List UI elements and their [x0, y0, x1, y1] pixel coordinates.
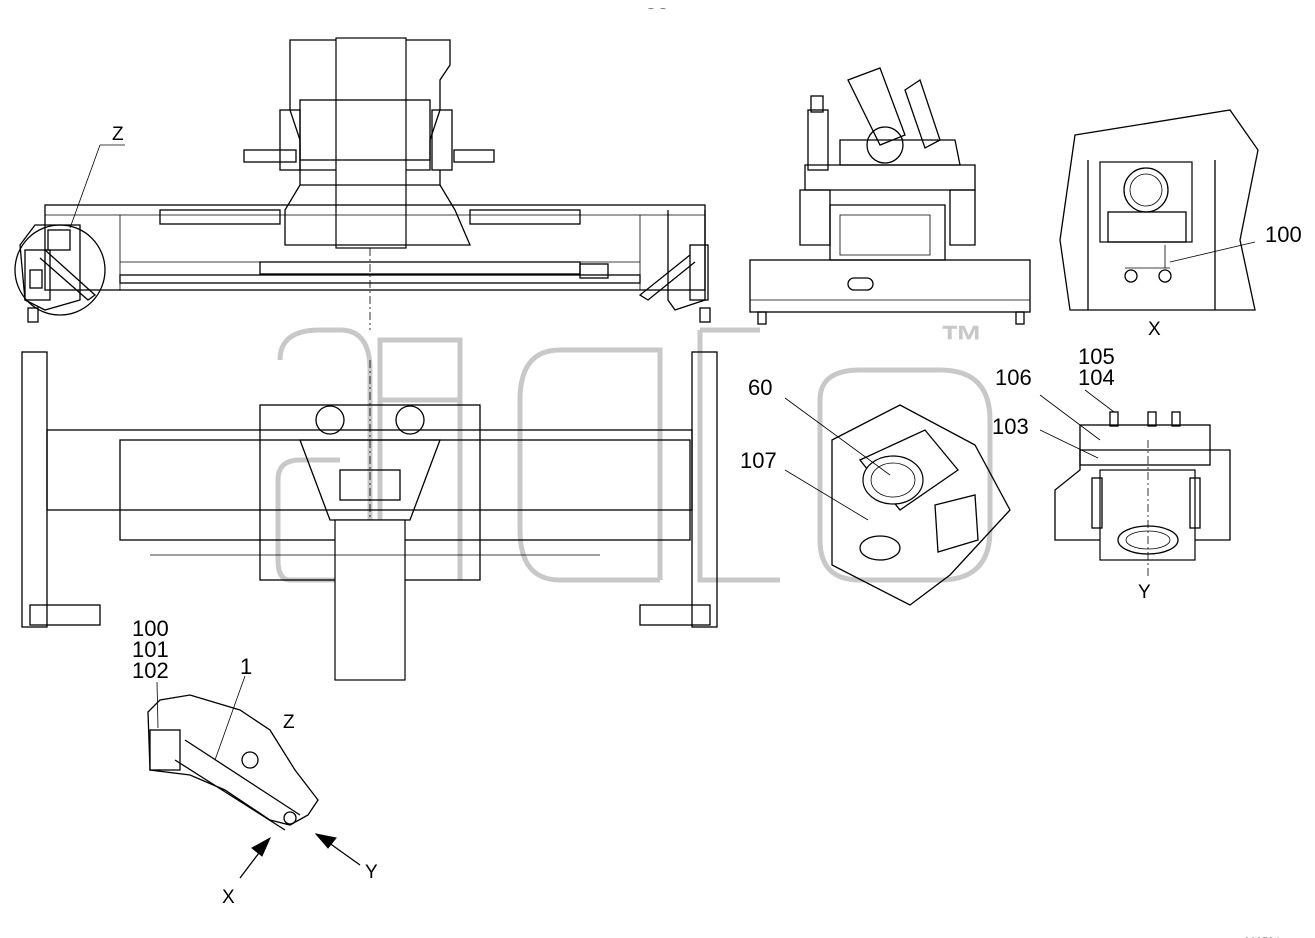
callout-100-x: 100	[1265, 222, 1302, 247]
callout-105: 105	[1078, 344, 1115, 369]
detail-y: 105 104 106 103 Y	[992, 344, 1231, 603]
view-z-detail-label: Z	[283, 712, 295, 733]
callout-106: 106	[995, 365, 1032, 390]
callout-102: 102	[132, 658, 169, 683]
callout-101: 101	[132, 637, 169, 662]
side-view-main: Z	[14, 37, 711, 330]
detail-z: 100 101 102 1 Z X Y	[132, 616, 378, 908]
callout-60: 60	[748, 375, 772, 400]
plan-view	[21, 351, 718, 681]
front-view	[749, 67, 1031, 325]
callout-107: 107	[740, 448, 777, 473]
iso-detail: 60 107	[740, 375, 1011, 606]
callout-103: 103	[992, 414, 1029, 439]
view-z-label: Z	[112, 124, 124, 145]
arrow-y-label: Y	[365, 862, 378, 883]
arrow-x-label: X	[222, 887, 235, 908]
callout-1: 1	[240, 654, 252, 679]
callout-104: 104	[1078, 365, 1115, 390]
top-code: ~ ~	[648, 5, 666, 16]
view-y-label: Y	[1138, 582, 1151, 603]
watermark-trademark: ™	[940, 317, 984, 366]
detail-x: 100 X	[1059, 109, 1302, 340]
watermark-logo: ™	[275, 317, 993, 583]
callout-100: 100	[132, 616, 169, 641]
view-x-label: X	[1148, 319, 1161, 340]
